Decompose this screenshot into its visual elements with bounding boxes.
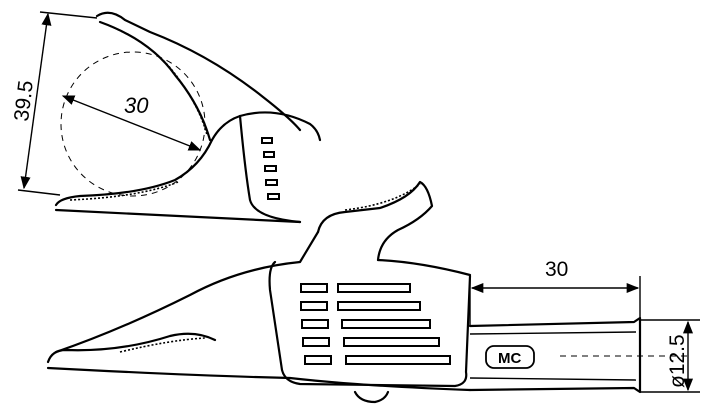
- jaw-lever: [316, 180, 434, 262]
- sleeve-line-bottom: [469, 377, 637, 381]
- jaw-bottom-line: [54, 208, 302, 224]
- open-jaw-detail: 39.5 30: [10, 11, 322, 224]
- detail-slots: [261, 137, 280, 200]
- lower-jaw-teeth: [69, 181, 179, 201]
- jaw-body: [210, 111, 322, 142]
- brand-label: MC: [498, 350, 521, 367]
- clip-bottom-nub: [353, 390, 390, 404]
- cable-circle: [60, 51, 206, 197]
- clip-jaw-tip: [46, 332, 217, 364]
- clip-side-view: MC 30 ø12.5: [46, 180, 700, 404]
- dim-30-diameter-line: [61, 95, 202, 151]
- upper-jaw-arm: [95, 11, 302, 132]
- dim-30-diameter-label: 30: [124, 93, 149, 118]
- dim-12-5-label: ø12.5: [666, 334, 689, 388]
- clip-bottom-outline: [46, 366, 472, 392]
- dim-30-sleeve-label: 30: [545, 258, 568, 281]
- dim-39-5-line: [20, 12, 52, 190]
- lower-jaw: [54, 138, 214, 207]
- upper-jaw-inner-edge: [98, 20, 212, 142]
- jaw-body-front: [238, 114, 302, 224]
- brand-label-box: [485, 345, 535, 369]
- clip-inner-frame: [268, 260, 472, 388]
- clip-jaw-teeth: [119, 337, 206, 353]
- sleeve: [468, 316, 642, 394]
- clip-upper-outline: [54, 230, 472, 354]
- upper-jaw-teeth: [109, 25, 208, 136]
- clip-slots: [300, 283, 451, 365]
- ext-line-bottom: [17, 189, 61, 196]
- lever-grip-edge: [344, 183, 421, 211]
- sleeve-line-top: [469, 331, 637, 335]
- dim-39-5-label: 39.5: [10, 79, 38, 122]
